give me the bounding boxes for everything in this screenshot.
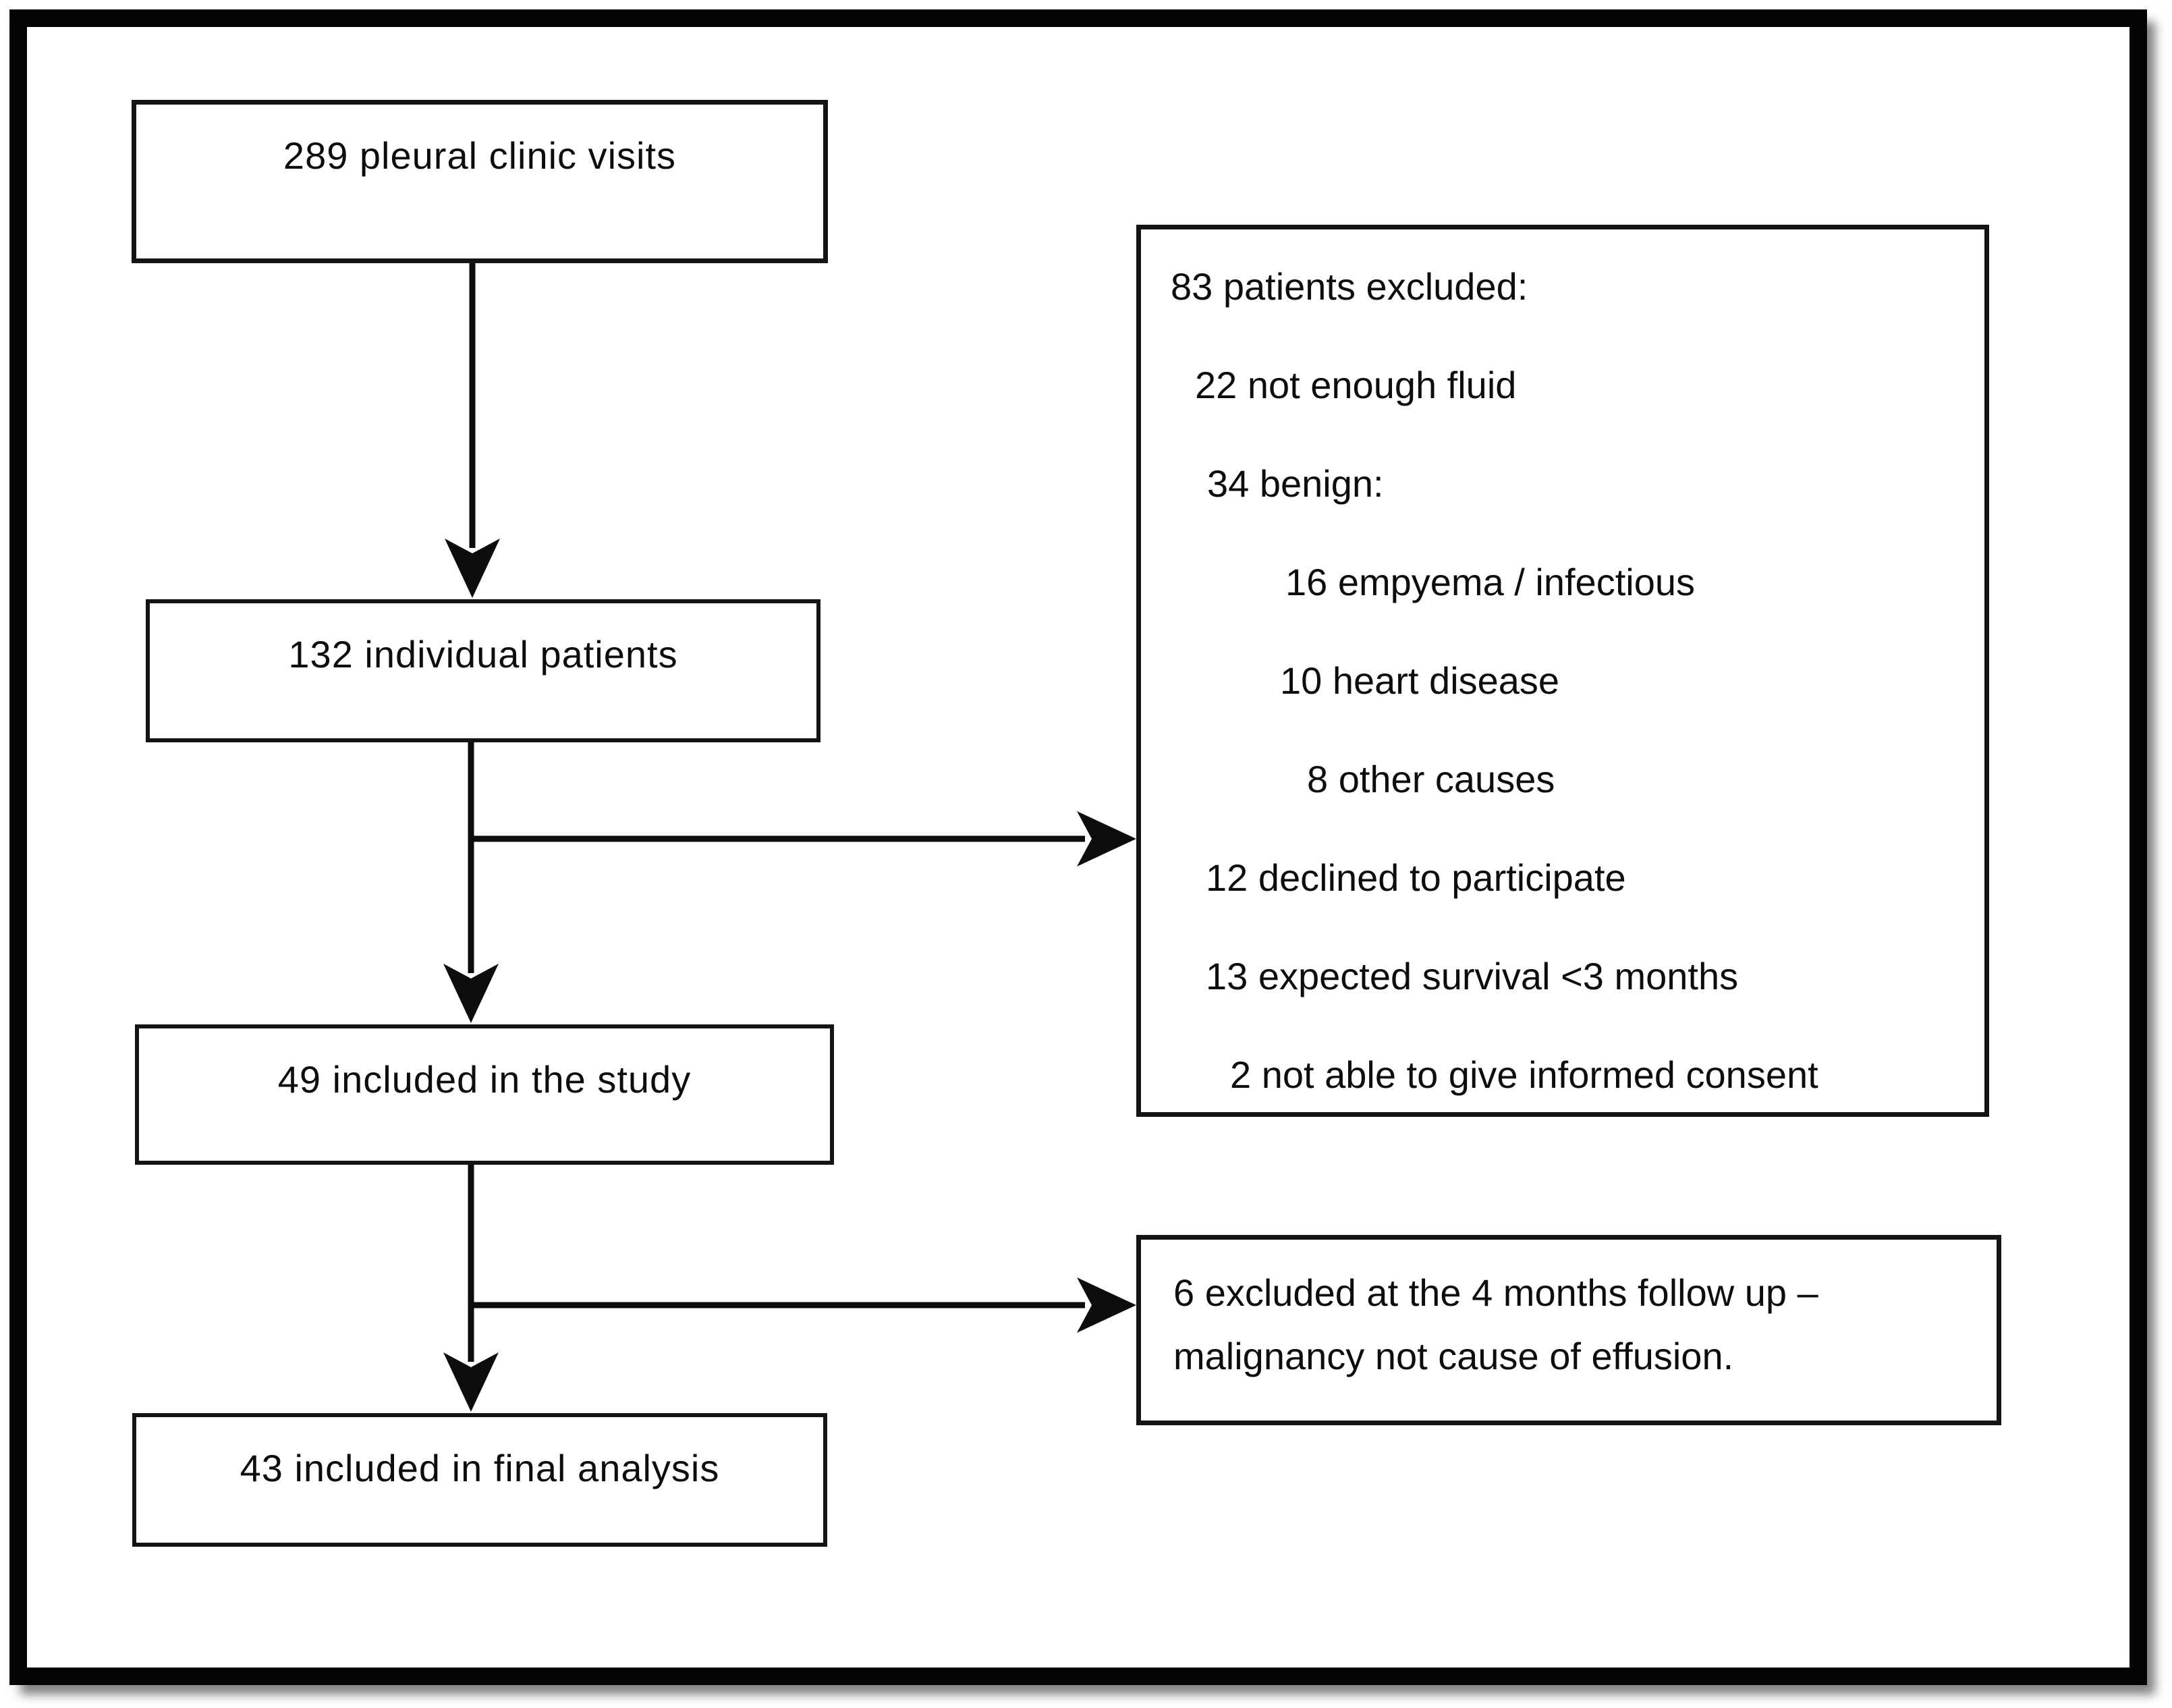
flow-box-label: 132 individual patients — [288, 633, 678, 676]
exclusion-line: 16 empyema / infectious — [1285, 561, 1695, 603]
exclusion-line: 8 other causes — [1307, 758, 1555, 800]
exclusion-line: 34 benign: — [1207, 462, 1384, 505]
flow-box-included-in-study: 49 included in the study — [135, 1024, 834, 1165]
flow-box-final-analysis: 43 included in final analysis — [132, 1413, 827, 1547]
exclusion-line: 6 excluded at the 4 months follow up – — [1173, 1271, 1818, 1314]
arrow-branch-to-exclusions-83 — [471, 811, 1136, 866]
exclusion-line: 10 heart disease — [1280, 659, 1560, 702]
arrow-visits-to-patients — [445, 263, 500, 598]
flow-box-label: 49 included in the study — [277, 1058, 692, 1101]
flow-box-individual-patients: 132 individual patients — [146, 599, 820, 742]
arrow-patients-to-included — [443, 742, 499, 1023]
arrow-included-to-final — [443, 1165, 499, 1412]
flow-box-pleural-clinic-visits: 289 pleural clinic visits — [132, 100, 828, 263]
flow-box-label: 43 included in final analysis — [240, 1447, 720, 1489]
exclusion-line: 22 not enough fluid — [1195, 364, 1517, 406]
exclusion-box-6-follow-up: 6 excluded at the 4 months follow up – m… — [1136, 1235, 2001, 1425]
exclusion-box-83-patients: 83 patients excluded: 22 not enough flui… — [1136, 225, 1989, 1117]
exclusion-line: malignancy not cause of effusion. — [1173, 1335, 1734, 1377]
outer-frame — [9, 9, 2147, 1685]
exclusion-line: 2 not able to give informed consent — [1230, 1053, 1818, 1096]
exclusion-line: 13 expected survival <3 months — [1206, 955, 1739, 997]
arrow-branch-to-exclusions-6 — [471, 1277, 1136, 1333]
exclusion-line: 12 declined to participate — [1206, 856, 1626, 899]
flow-box-label: 289 pleural clinic visits — [283, 134, 677, 177]
exclusion-line: 83 patients excluded: — [1171, 265, 1528, 308]
